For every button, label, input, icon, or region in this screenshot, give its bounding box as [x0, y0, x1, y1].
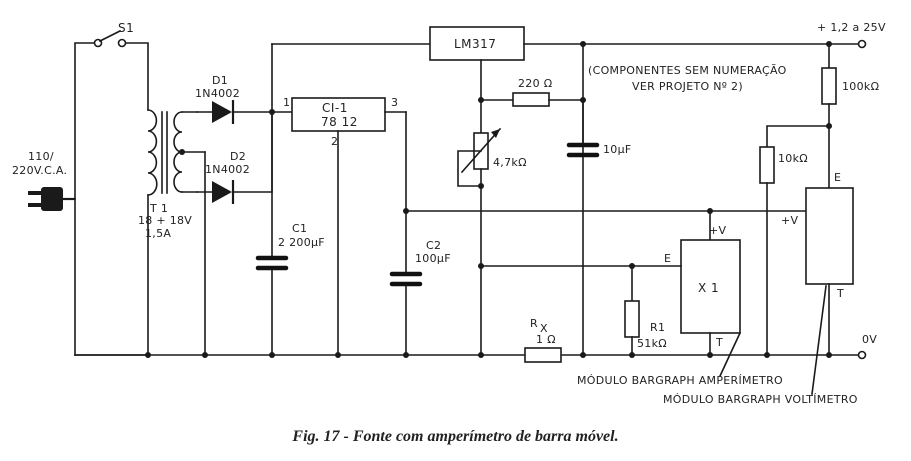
voltmeter-e-label: E — [834, 171, 841, 184]
transformer-t1 — [147, 109, 206, 196]
ci1-pin1-label: 1 — [283, 96, 290, 109]
voltmeter-module — [764, 187, 854, 358]
x1-name-label: X 1 — [698, 281, 719, 295]
ammeter-module-x1 — [478, 239, 741, 358]
output-terminal — [759, 39, 867, 356]
capacitor-10uf — [566, 99, 600, 158]
note-line-2: VER PROJETO Nº 2) — [632, 80, 743, 93]
ci1-pin2-label: 2 — [331, 135, 338, 148]
r10k-label: 10kΩ — [778, 152, 808, 165]
pot-value-label: 4,7kΩ — [493, 156, 527, 169]
d2-label: D2 — [230, 150, 246, 163]
t1-rating-label: 18 + 18V — [138, 214, 192, 227]
t1-label: T 1 — [149, 202, 168, 215]
voltmeter-t-label: T — [836, 287, 844, 300]
voltmeter-vplus-label: +V — [781, 214, 799, 227]
output-voltage-label: + 1,2 a 25V — [817, 21, 886, 34]
r1-label: R1 — [650, 321, 665, 334]
r1-value-label: 51kΩ — [637, 337, 667, 350]
d2-part-label: 1N4002 — [205, 163, 250, 176]
lm317-label: LM317 — [454, 37, 496, 51]
s1-label: S1 — [118, 21, 134, 35]
capacitor-c2 — [389, 271, 423, 356]
c2-value-label: 100µF — [415, 252, 451, 265]
mains-plug-icon — [28, 187, 75, 211]
adjust-network — [478, 41, 586, 356]
r100k-label: 100kΩ — [842, 80, 879, 93]
callout-leaders — [718, 285, 827, 395]
shunt-resistor-rx — [145, 347, 586, 363]
ci1-name-label: CI-1 — [322, 101, 348, 115]
plus12v-rail — [403, 208, 807, 241]
note-line-1: (COMPONENTES SEM NUMERAÇÃO — [588, 64, 787, 77]
regulator-ci1 — [291, 97, 407, 356]
ci1-pin3-label: 3 — [391, 96, 398, 109]
rx-subscript-label: X — [540, 322, 548, 335]
ammeter-module-label: MÓDULO BARGRAPH AMPERÍMETRO — [577, 374, 783, 387]
x1-e-label: E — [664, 252, 671, 265]
c1-value-label: 2 200µF — [278, 236, 325, 249]
x1-vplus-label: +V — [709, 224, 727, 237]
c10uf-label: 10µF — [603, 143, 632, 156]
r220-label: 220 Ω — [518, 77, 552, 90]
switch-s1 — [93, 29, 127, 48]
diode-d1 — [196, 100, 293, 124]
d1-label: D1 — [212, 74, 228, 87]
zero-volt-terminal — [857, 350, 867, 360]
x1-t-label: T — [715, 336, 723, 349]
rx-value-label: 1 Ω — [536, 333, 556, 346]
mains-voltage-label-2: 220V.C.A. — [12, 164, 67, 177]
mains-wiring — [74, 42, 149, 356]
capacitor-c1 — [255, 255, 289, 356]
voltmeter-module-label: MÓDULO BARGRAPH VOLTÍMETRO — [663, 393, 858, 406]
c1-label: C1 — [292, 222, 307, 235]
d1-part-label: 1N4002 — [195, 87, 240, 100]
mains-voltage-label: 110/ — [28, 150, 54, 163]
zero-volt-label: 0V — [862, 333, 877, 346]
c2-label: C2 — [426, 239, 441, 252]
rx-label: R — [530, 317, 538, 330]
t1-current-label: 1,5A — [145, 227, 171, 240]
potentiometer-4k7 — [457, 99, 502, 356]
regulator-lm317 — [429, 26, 863, 101]
figure-caption: Fig. 17 - Fonte com amperímetro de barra… — [292, 428, 619, 445]
ci1-part-label: 78 12 — [321, 115, 358, 129]
rectified-node — [269, 43, 431, 257]
